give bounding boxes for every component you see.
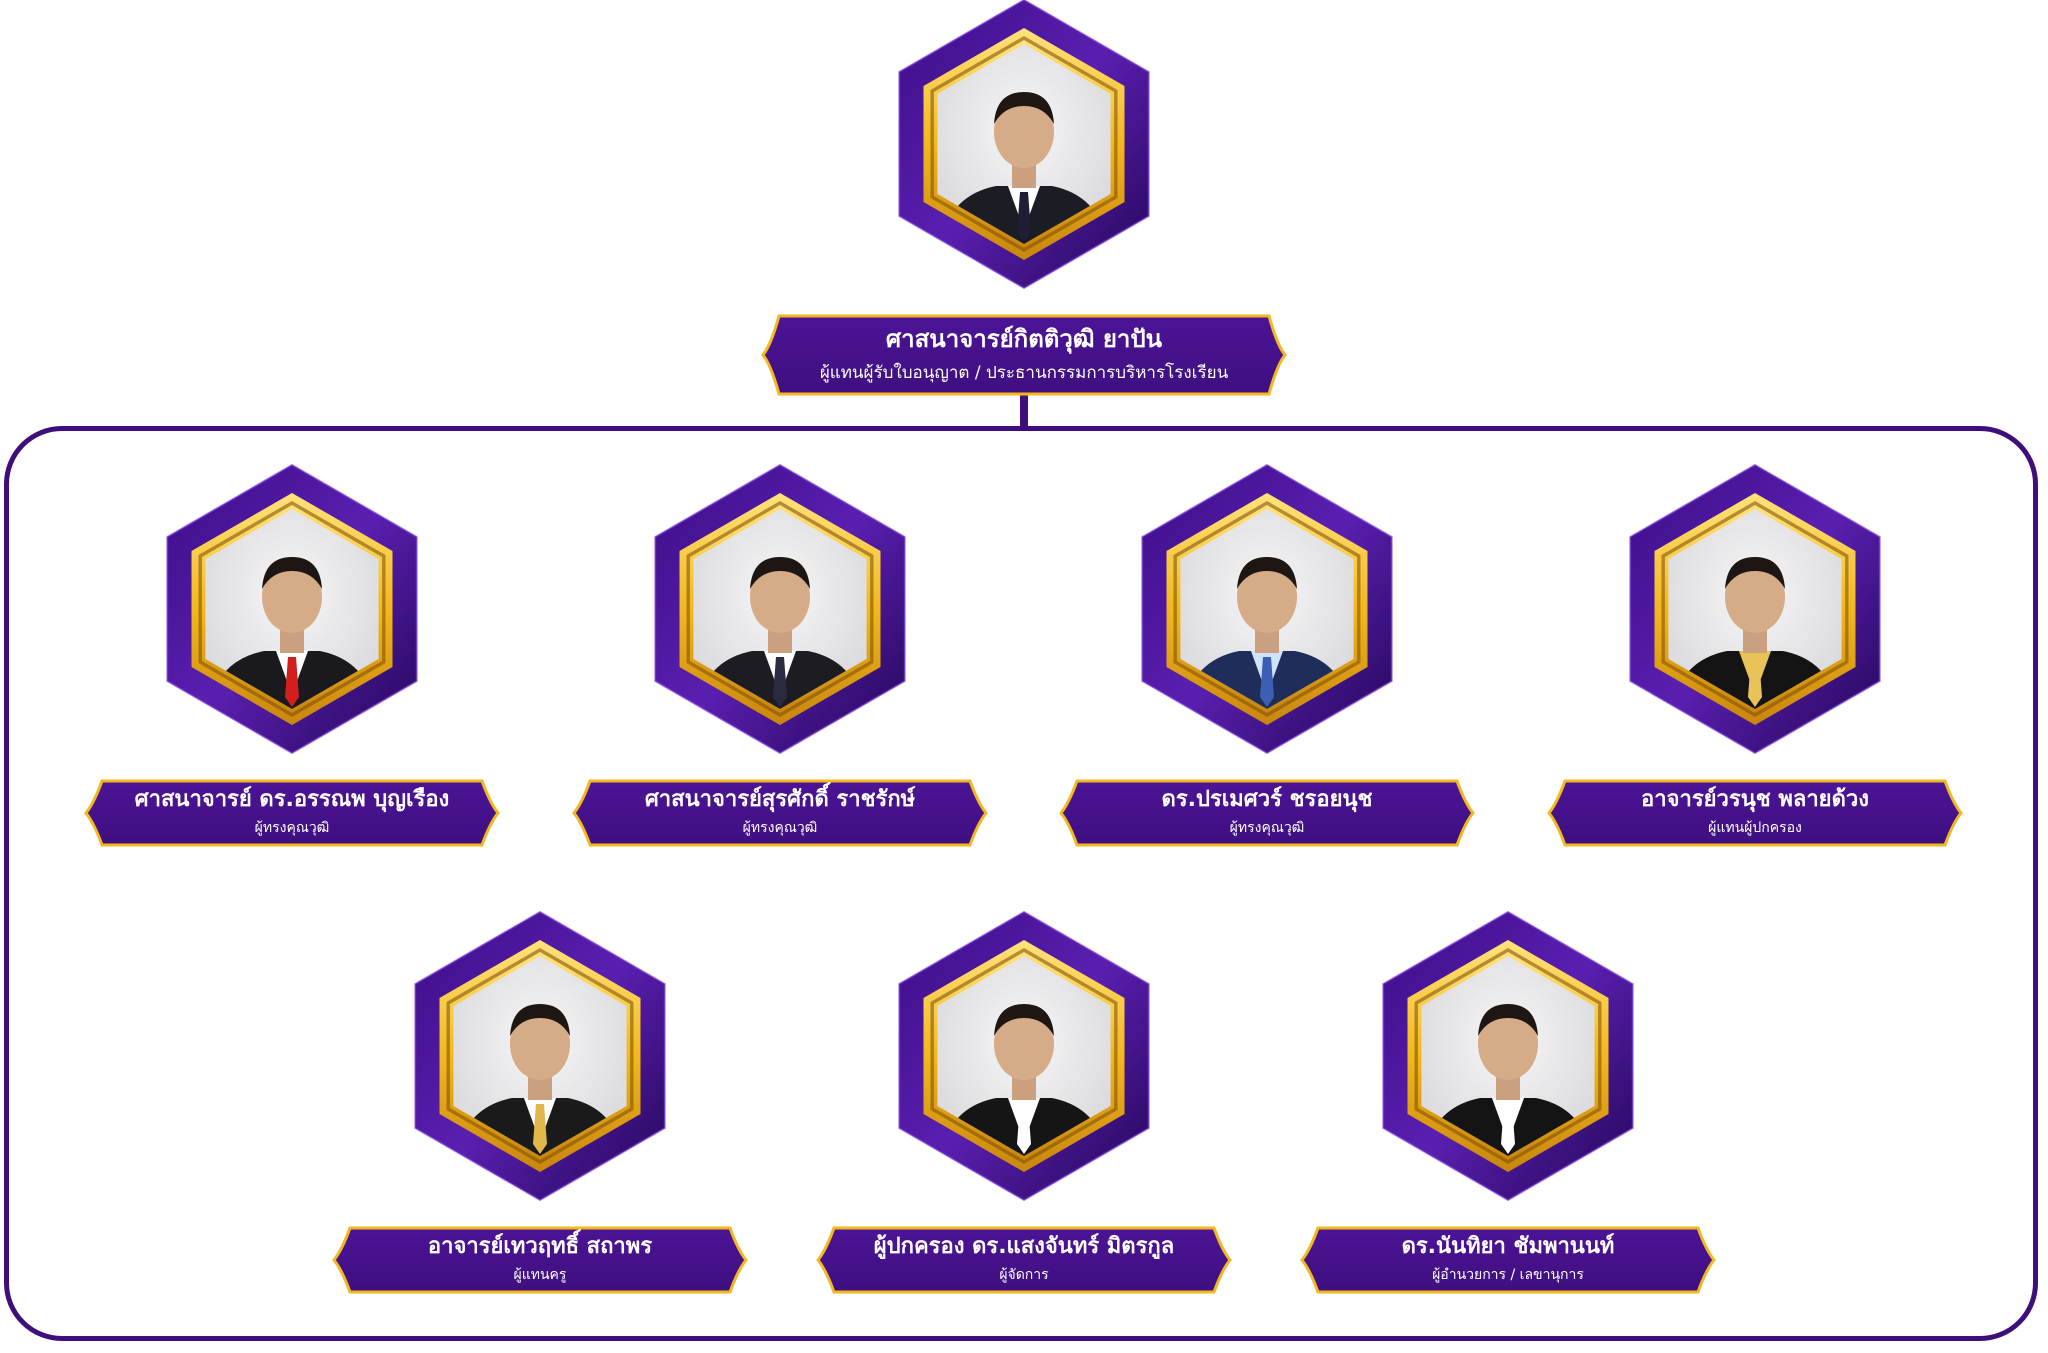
member-name: ดร.ปรเมศวร์ ชรอยนุช — [1161, 787, 1373, 812]
member-card: อาจารย์เทวฤทธิ์ สถาพร ผู้แทนครู — [330, 910, 750, 1332]
member-name: อาจารย์วรนุช พลายด้วง — [1641, 787, 1869, 812]
member-photo-hexagon — [898, 910, 1150, 1202]
chair-nameplate: ศาสนาจารย์กิตติวุฒิ ยาปัน ผู้แทนผู้รับใบ… — [759, 312, 1289, 398]
member-role: ผู้แทนผู้ปกครอง — [1708, 820, 1802, 836]
member-nameplate: ศาสนาจารย์สุรศักดิ์ ราชรักษ์ ผู้ทรงคุณวุ… — [570, 777, 990, 849]
nameplate-shape — [84, 779, 500, 847]
member-photo-hexagon — [1382, 910, 1634, 1202]
member-name: ผู้ปกครอง ดร.แสงจันทร์ มิตรกูล — [873, 1234, 1175, 1259]
member-photo-hexagon — [1629, 463, 1881, 755]
member-nameplate: ผู้ปกครอง ดร.แสงจันทร์ มิตรกูล ผู้จัดการ — [814, 1224, 1234, 1296]
nameplate-shape — [1300, 1226, 1716, 1294]
nameplate-shape — [572, 779, 988, 847]
member-role: ผู้จัดการ — [999, 1267, 1049, 1283]
member-nameplate: อาจารย์วรนุช พลายด้วง ผู้แทนผู้ปกครอง — [1545, 777, 1965, 849]
chair-name: ศาสนาจารย์กิตติวุฒิ ยาปัน — [885, 325, 1163, 353]
nameplate-shape — [761, 314, 1287, 396]
chair-photo-hexagon — [898, 0, 1150, 290]
member-name: ศาสนาจารย์ ดร.อรรณพ บุญเรือง — [134, 787, 450, 812]
member-card: ดร.ปรเมศวร์ ชรอยนุช ผู้ทรงคุณวุฒิ — [1057, 463, 1477, 885]
member-nameplate: อาจารย์เทวฤทธิ์ สถาพร ผู้แทนครู — [330, 1224, 750, 1296]
chair-card: ศาสนาจารย์กิตติวุฒิ ยาปัน ผู้แทนผู้รับใบ… — [761, 0, 1287, 420]
member-photo-hexagon — [166, 463, 418, 755]
member-card: ดร.นันทิยา ชัมพานนท์ ผู้อำนวยการ / เลขาน… — [1298, 910, 1718, 1332]
member-photo-hexagon — [1141, 463, 1393, 755]
member-nameplate: ศาสนาจารย์ ดร.อรรณพ บุญเรือง ผู้ทรงคุณวุ… — [82, 777, 502, 849]
member-nameplate: ดร.ปรเมศวร์ ชรอยนุช ผู้ทรงคุณวุฒิ — [1057, 777, 1477, 849]
nameplate-shape — [1547, 779, 1963, 847]
member-role: ผู้ทรงคุณวุฒิ — [1229, 820, 1305, 836]
member-photo-hexagon — [414, 910, 666, 1202]
org-connector-line — [1020, 388, 1028, 430]
member-photo-hexagon — [654, 463, 906, 755]
chair-role: ผู้แทนผู้รับใบอนุญาต / ประธานกรรมการบริห… — [819, 363, 1229, 383]
member-role: ผู้แทนครู — [513, 1267, 567, 1283]
member-role: ผู้ทรงคุณวุฒิ — [254, 820, 330, 836]
member-name: ดร.นันทิยา ชัมพานนท์ — [1401, 1234, 1615, 1259]
member-role: ผู้อำนวยการ / เลขานุการ — [1432, 1267, 1584, 1283]
nameplate-shape — [332, 1226, 748, 1294]
member-name: อาจารย์เทวฤทธิ์ สถาพร — [427, 1234, 653, 1259]
member-card: ศาสนาจารย์ ดร.อรรณพ บุญเรือง ผู้ทรงคุณวุ… — [82, 463, 502, 885]
nameplate-shape — [816, 1226, 1232, 1294]
member-card: ผู้ปกครอง ดร.แสงจันทร์ มิตรกูล ผู้จัดการ — [814, 910, 1234, 1332]
member-role: ผู้ทรงคุณวุฒิ — [742, 820, 818, 836]
member-nameplate: ดร.นันทิยา ชัมพานนท์ ผู้อำนวยการ / เลขาน… — [1298, 1224, 1718, 1296]
member-card: อาจารย์วรนุช พลายด้วง ผู้แทนผู้ปกครอง — [1545, 463, 1965, 885]
nameplate-shape — [1059, 779, 1475, 847]
member-name: ศาสนาจารย์สุรศักดิ์ ราชรักษ์ — [644, 787, 916, 812]
member-card: ศาสนาจารย์สุรศักดิ์ ราชรักษ์ ผู้ทรงคุณวุ… — [570, 463, 990, 885]
